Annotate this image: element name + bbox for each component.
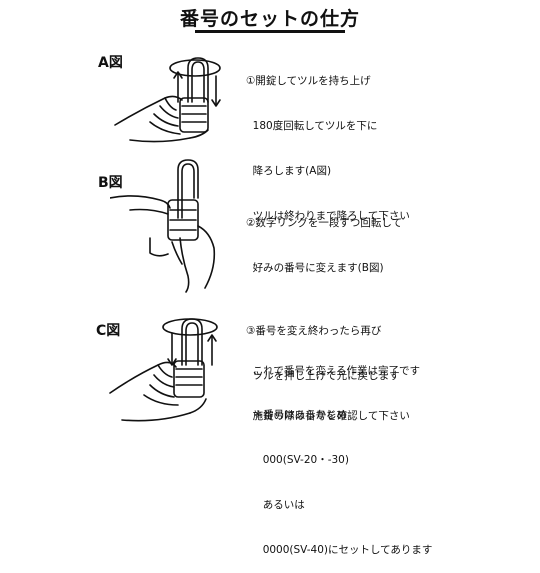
figure-c-illustration [109,318,218,422]
completion-note: これで番号を変える作業は完了です 施錠の際は番号を確認して下さい [246,334,420,439]
preset-note: ＊番号はあらかじめ 000(SV-20・-30) あるいは 0000(SV-40… [246,378,433,573]
figure-b-illustration [110,159,216,293]
preset-note-line: 000(SV-20・-30) [246,454,349,466]
figure-c-label: C図 [96,323,121,339]
figure-a-illustration [114,57,221,143]
step-1-line: 降ろします(A図) [246,165,332,177]
step-3-text: ③番号を変え終わったら再び ツルを押し上げて元に戻します [246,294,400,399]
step-1-text: ①開錠してツルを持ち上げ 180度回転してツルを下に 降ろします(A図) ツルは… [246,44,410,239]
step-3-line: ③番号を変え終わったら再び [246,325,382,337]
completion-note-line: 施錠の際は番号を確認して下さい [246,410,410,422]
step-1-line: ツルは終わりまで降ろして下さい [246,210,410,222]
step-3-line: ツルを押し上げて元に戻します [246,370,400,382]
step-2-line: ②数字リングを一段ずつ回転して [246,217,403,229]
preset-note-line: ＊番号はあらかじめ [246,409,348,421]
figure-b-label: B図 [98,175,123,191]
page-title: 番号のセットの仕方 [179,8,360,30]
preset-note-line: 0000(SV-40)にセットしてあります [246,544,433,556]
title-underline [195,30,345,33]
step-2-text: ②数字リングを一段ずつ回転して 好みの番号に変えます(B図) [246,186,402,291]
figure-a-label: A図 [98,55,123,71]
step-1-line: ①開錠してツルを持ち上げ [246,75,371,87]
completion-note-line: これで番号を変える作業は完了です [246,365,421,377]
step-1-line: 180度回転してツルを下に [246,120,378,132]
preset-note-line: あるいは [246,499,305,511]
step-2-line: 好みの番号に変えます(B図) [246,262,384,274]
